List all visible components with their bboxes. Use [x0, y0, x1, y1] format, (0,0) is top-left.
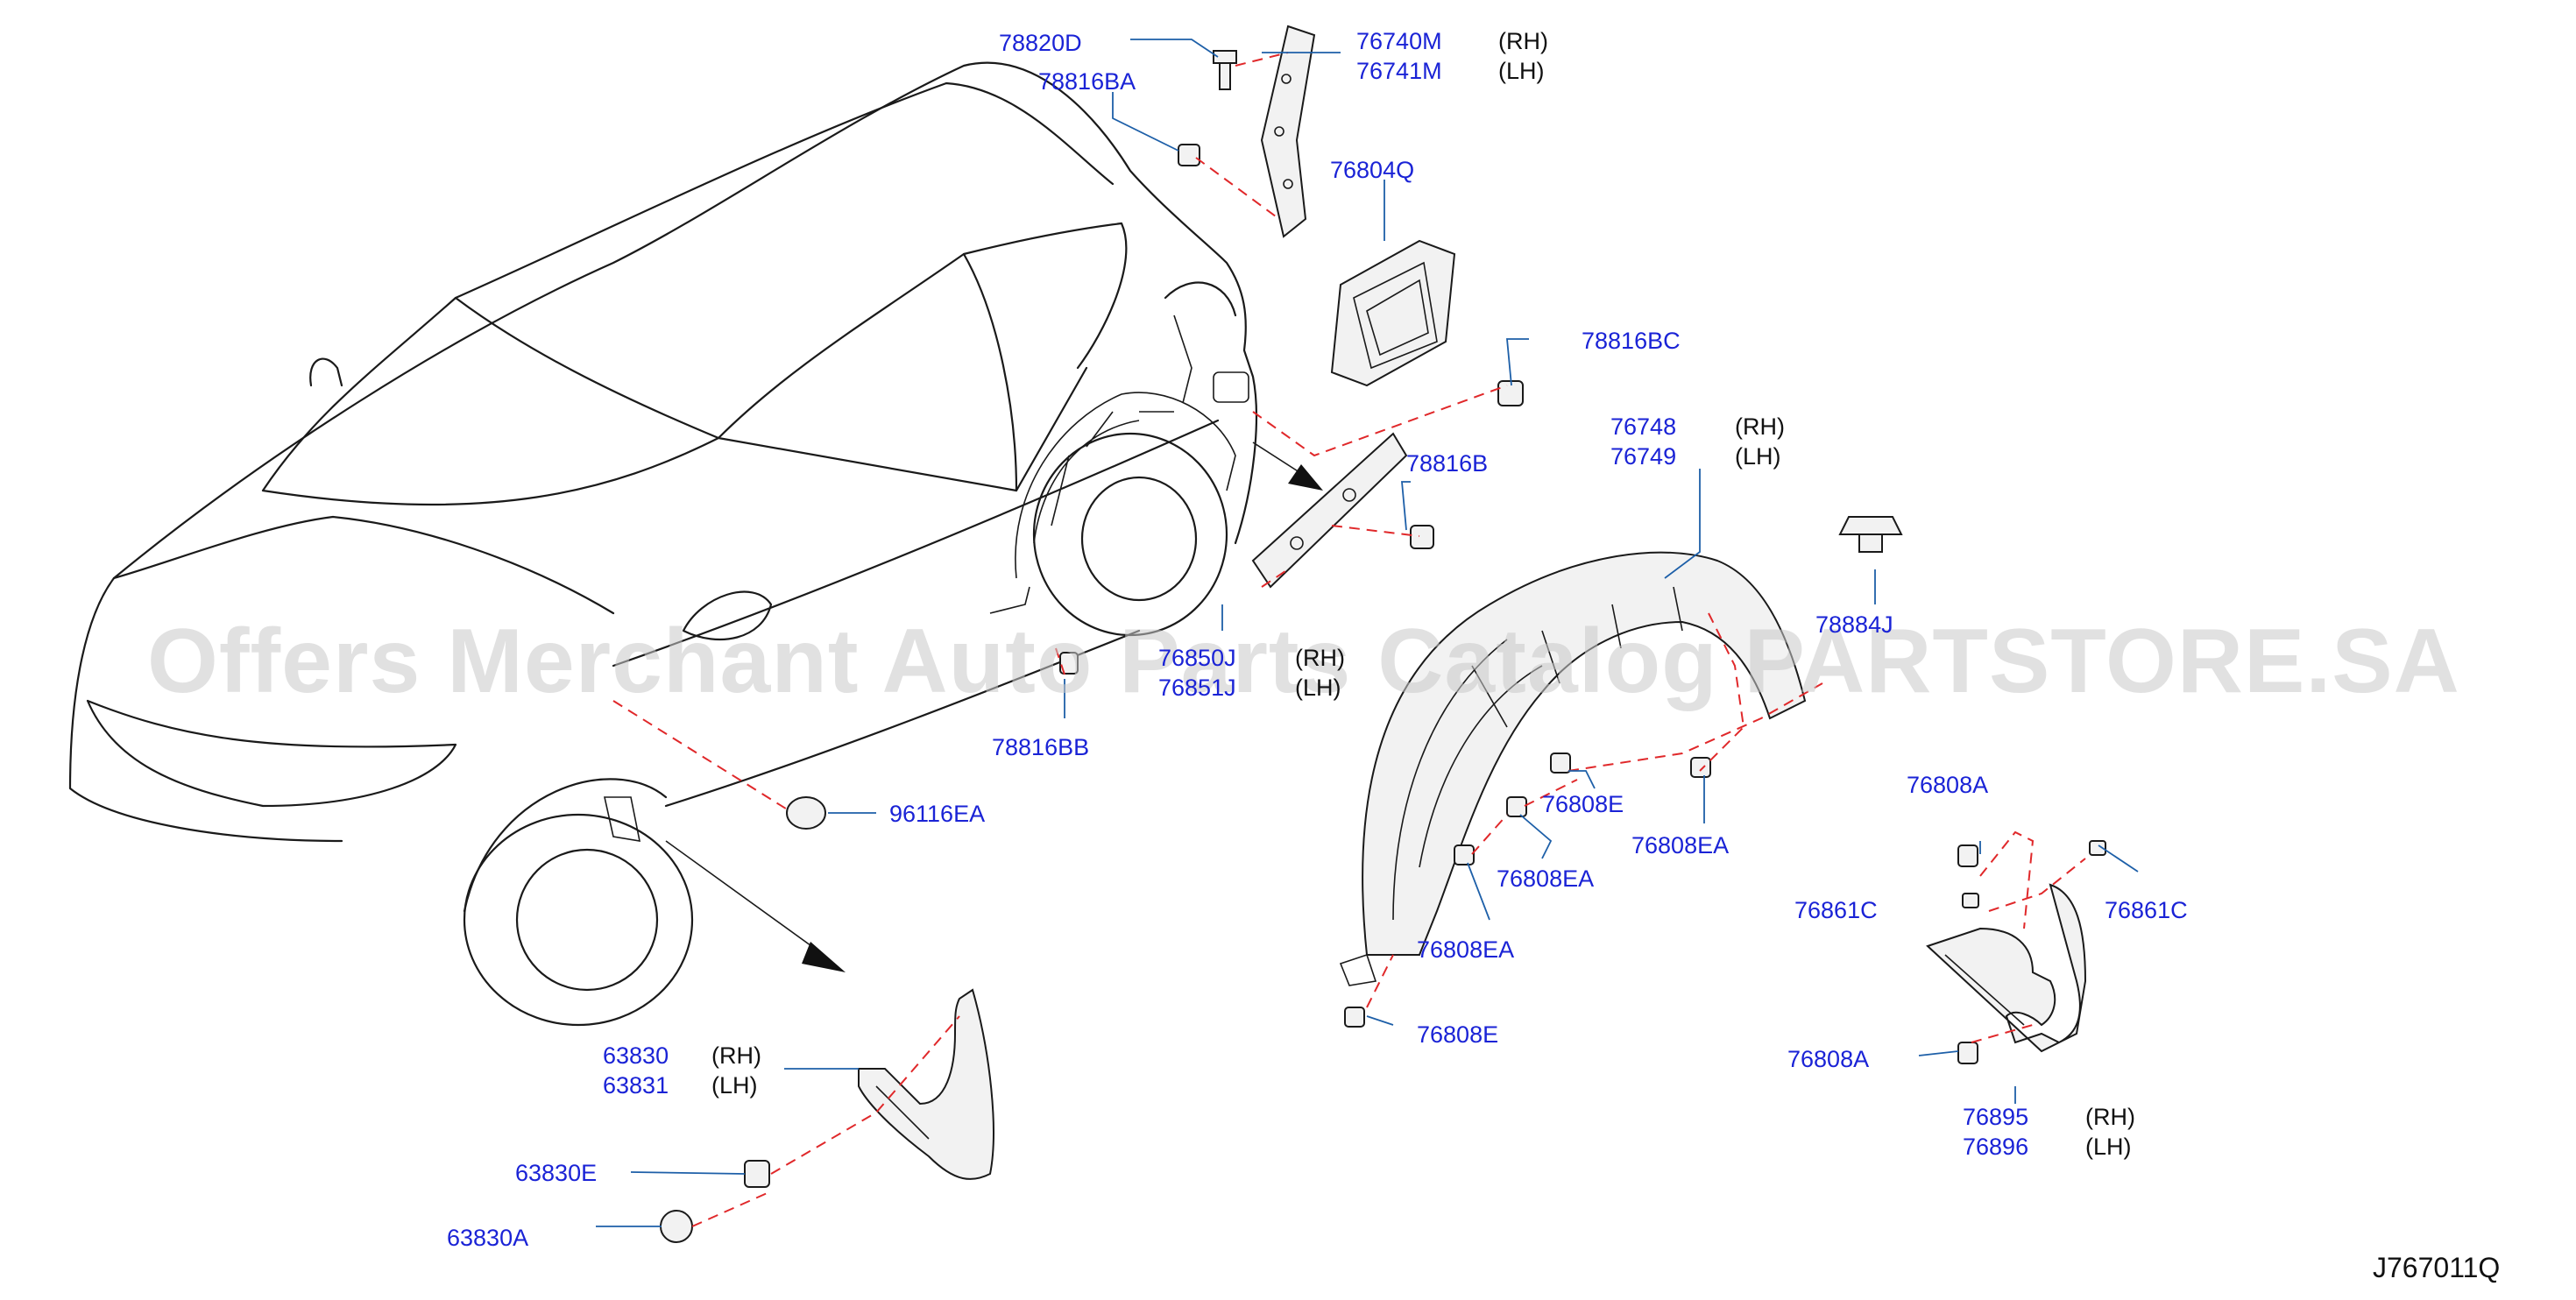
rear-fender-liner	[1339, 551, 1807, 986]
callout-76895[interactable]: 76895	[1963, 1104, 2028, 1130]
side-lh-76749: (LH)	[1735, 443, 1781, 470]
nut-78816B	[1410, 525, 1434, 549]
grommet-78816BB	[1059, 652, 1079, 675]
callout-96116EA[interactable]: 96116EA	[889, 801, 985, 827]
callout-78816B[interactable]: 78816B	[1406, 450, 1488, 477]
callout-76808EA-a[interactable]: 76808EA	[1631, 832, 1729, 858]
callout-76749[interactable]: 76749	[1610, 443, 1676, 470]
callout-76851J[interactable]: 76851J	[1158, 675, 1236, 701]
callout-76808E-b[interactable]: 76808E	[1417, 1021, 1498, 1048]
side-rh-76740M: (RH)	[1498, 28, 1548, 54]
clip-78884J	[1838, 516, 1903, 553]
callout-leader-lines	[596, 39, 2139, 1227]
callout-76808A-a[interactable]: 76808A	[1907, 772, 1988, 798]
callout-76808EA-b[interactable]: 76808EA	[1497, 865, 1594, 892]
side-lh-76896: (LH)	[2085, 1134, 2132, 1160]
upper-bracket-part	[1260, 25, 1316, 238]
vehicle-outline	[68, 61, 1258, 1027]
bolt-78820D	[1213, 50, 1237, 90]
callout-78884J[interactable]: 78884J	[1815, 611, 1893, 638]
side-lh-76741M: (LH)	[1498, 58, 1545, 84]
rear-mud-guard	[1926, 883, 2087, 1053]
rear-mud-guard-fasteners	[1957, 840, 2106, 1064]
diagram-code: J767011Q	[2373, 1252, 2500, 1283]
callout-76808E-a[interactable]: 76808E	[1542, 791, 1624, 817]
callout-76861C-b[interactable]: 76861C	[2105, 897, 2188, 923]
callout-76748[interactable]: 76748	[1610, 413, 1676, 440]
callout-63830E[interactable]: 63830E	[515, 1160, 597, 1186]
seal-plate-part	[1251, 432, 1408, 589]
callout-76804Q[interactable]: 76804Q	[1330, 157, 1414, 183]
side-lh-76851J: (LH)	[1295, 675, 1341, 701]
callout-76861C-a[interactable]: 76861C	[1794, 897, 1878, 923]
side-lh-63831: (LH)	[711, 1072, 758, 1099]
callout-63831[interactable]: 63831	[603, 1072, 669, 1099]
nut-78816BC	[1497, 380, 1524, 406]
callout-76741M[interactable]: 76741M	[1356, 58, 1442, 84]
callout-76808EA-c[interactable]: 76808EA	[1417, 936, 1514, 963]
front-mud-guard	[858, 988, 994, 1180]
callout-76896[interactable]: 76896	[1963, 1134, 2028, 1160]
grommet-76804Q	[1330, 239, 1456, 387]
side-rh-76895: (RH)	[2085, 1104, 2135, 1130]
nut-78816BA	[1178, 144, 1200, 166]
callout-63830[interactable]: 63830	[603, 1042, 669, 1069]
callout-76808A-b[interactable]: 76808A	[1787, 1046, 1869, 1072]
side-rh-76850J: (RH)	[1295, 645, 1345, 671]
callout-78816BC[interactable]: 78816BC	[1582, 328, 1681, 354]
callout-78816BB[interactable]: 78816BB	[992, 734, 1089, 760]
side-rh-63830: (RH)	[711, 1042, 761, 1069]
callout-76850J[interactable]: 76850J	[1158, 645, 1236, 671]
callout-78820D[interactable]: 78820D	[999, 30, 1082, 56]
side-rh-76748: (RH)	[1735, 413, 1785, 440]
callout-labels: 78820D 76740M (RH) 76741M (LH) 78816BA 7…	[447, 28, 2188, 1251]
plug-96116EA	[786, 796, 826, 830]
callout-63830A[interactable]: 63830A	[447, 1225, 528, 1251]
callout-76740M[interactable]: 76740M	[1356, 28, 1442, 54]
assembly-dashed-lines	[612, 52, 2086, 1227]
watermark-text: Offers Merchant Auto Parts Catalog PARTS…	[147, 611, 2460, 712]
direction-arrows	[665, 442, 1323, 972]
liner-fasteners	[1344, 752, 1711, 1028]
callout-78816BA[interactable]: 78816BA	[1038, 68, 1136, 95]
